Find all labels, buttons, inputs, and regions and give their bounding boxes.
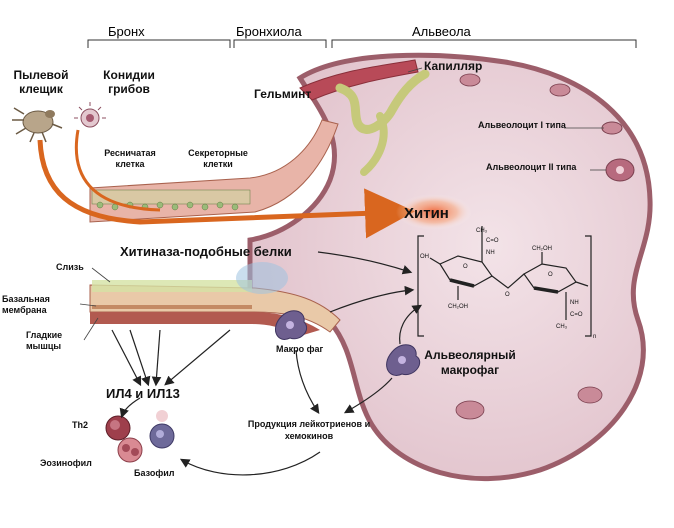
alveolocyte1-label-box: Альвеолоцит I типа <box>478 120 566 130</box>
macrophage-label: Макро фаг <box>276 344 324 354</box>
ch2oh-top: CH₂OH <box>532 246 552 252</box>
th2-cell-icon <box>105 415 131 441</box>
fungal-conidia-icon <box>74 102 106 128</box>
alveolocyte-type1-cell <box>601 121 623 135</box>
alveolar-macrophage-icon <box>386 344 421 376</box>
th2-label: Th2 <box>72 420 89 430</box>
muscle-to-il-arrow3 <box>151 329 162 387</box>
bronchial-macrophage-icon <box>275 310 308 340</box>
smooth-muscle-label: Гладкие мышцы <box>26 330 63 351</box>
chitinase-proteins-label: Хитиназа-подобные белки <box>120 244 292 259</box>
th2-label-box: Th2 <box>72 420 89 430</box>
mucus-cloud <box>236 262 288 294</box>
ciliated-cell-label: Ресничатая клетка <box>104 148 156 169</box>
alveolar-macrophage-label: Альвеолярный макрофаг <box>424 348 516 377</box>
fungal-conidia-label-box: Конидии грибов <box>103 68 155 96</box>
left-oh-sub <box>429 257 441 265</box>
eosinophil-label: Эозинофил <box>40 458 92 468</box>
helminth-label: Гельминт <box>254 87 311 101</box>
alveolocyte2-label: Альвеолоцит II типа <box>486 162 577 172</box>
leukotrienes-label-box: Продукция лейкотриенов и хемокинов <box>247 419 371 441</box>
eosinophil-cell-icon <box>117 437 143 463</box>
ch2oh-bottom: CH₂OH <box>448 304 468 310</box>
glycosidic-link <box>491 273 525 289</box>
fungal-conidia-label: Конидии грибов <box>103 68 155 96</box>
eosinophil-label-box: Эозинофил <box>40 458 92 468</box>
bronchiole-label: Бронхиола <box>236 24 302 39</box>
macrophage-to-leukotrienes-arrow <box>295 349 320 414</box>
section-brackets <box>87 39 637 48</box>
o-right: O <box>548 272 553 278</box>
ciliated-cell-label-box: Ресничатая клетка <box>104 148 156 169</box>
oh-left: OH <box>420 254 429 260</box>
dust-mite-label: Пылевой клещик <box>13 68 69 96</box>
nh-top: NH <box>486 250 495 256</box>
bronchiole-bracket <box>233 39 327 48</box>
c-eq-o-bottom: C=O <box>570 312 583 318</box>
basement-membrane-label: Базальная мембрана <box>2 294 50 315</box>
mucus-label-box: Слизь <box>56 262 84 272</box>
bronchus-bracket <box>87 39 231 48</box>
alveolar-macrophage-to-leukotrienes-arrow <box>343 377 393 414</box>
alveolocyte2-label-box: Альвеолоцит II типа <box>486 162 577 172</box>
secretory-cells-label: Секреторные клетки <box>188 148 248 169</box>
macrophage-to-chitin-arrow <box>329 285 415 313</box>
bracket-left <box>417 235 424 337</box>
alveolar-wall-cells <box>455 73 603 420</box>
secretory-cells-label-box: Секреторные клетки <box>188 148 248 169</box>
il-to-th2-arrow <box>119 397 141 419</box>
o-link: O <box>505 292 510 298</box>
chitin-structure-text: CH₃ C=O NH O OH CH₂OH O CH₂OH O NH C=O C… <box>420 228 596 340</box>
mucus-label: Слизь <box>56 262 84 272</box>
basement-membrane-layer <box>92 305 252 309</box>
alveolar-macrophage-label-box: Альвеолярный макрофаг <box>424 348 516 377</box>
right-tail <box>575 281 589 287</box>
bronchus-label: Бронх <box>108 24 145 39</box>
alveolus-label: Альвеола <box>412 24 472 39</box>
arrows <box>111 251 423 476</box>
alveolus <box>247 52 653 482</box>
nh-bottom: NH <box>570 300 579 306</box>
label-pointers <box>79 67 606 341</box>
ring-right-bold <box>533 286 559 294</box>
basophil-cell-icon <box>149 410 175 449</box>
macrophage-label-box: Макро фаг <box>276 344 324 354</box>
chitin-glow <box>396 194 472 230</box>
helminth-tail <box>360 112 388 176</box>
bracket-right <box>585 235 592 337</box>
chitin-structure <box>417 226 592 337</box>
ch3-top: CH₃ <box>476 228 488 234</box>
basophil-label: Базофил <box>134 468 175 478</box>
helminth-worm <box>335 69 430 134</box>
ch3-bottom: CH₃ <box>556 324 568 330</box>
alveolus-bracket <box>331 39 637 48</box>
mite-to-chitin-arrow <box>37 139 415 239</box>
c-eq-o-top: C=O <box>486 238 499 244</box>
capillary-label: Капилляр <box>424 59 482 73</box>
leukotrienes-to-cells-arrow <box>179 451 321 476</box>
muscle-to-il-arrow1 <box>111 329 142 387</box>
basophil-label-box: Базофил <box>134 468 175 478</box>
alveolar-macrophage-to-chitin-arrow <box>399 304 423 345</box>
leukotrienes-label: Продукция лейкотриенов и хемокинов <box>247 419 371 441</box>
dust-mite-label-box: Пылевой клещик <box>13 68 69 96</box>
il4-il13-label: ИЛ4 и ИЛ13 <box>106 386 180 401</box>
dust-mite-icon <box>12 107 63 143</box>
alveolocyte1-label: Альвеолоцит I типа <box>478 120 566 130</box>
muscle-to-il-arrow4 <box>164 329 231 386</box>
o-left: O <box>463 264 468 270</box>
chitin-label: Хитин <box>404 205 449 222</box>
muscle-to-il-arrow2 <box>129 329 151 387</box>
smooth-muscle-label-box: Гладкие мышцы <box>26 330 63 351</box>
ring-left-bold <box>449 278 475 288</box>
alveolocyte-type2-cell <box>605 158 635 182</box>
smooth-muscle-layer <box>90 312 320 336</box>
chitinase-arrow <box>317 251 413 275</box>
mucus-layer <box>92 280 252 292</box>
conidia-to-chitin-arrow <box>74 129 161 212</box>
n-subscript: n <box>593 334 596 340</box>
basement-membrane-label-box: Базальная мембрана <box>2 294 50 315</box>
